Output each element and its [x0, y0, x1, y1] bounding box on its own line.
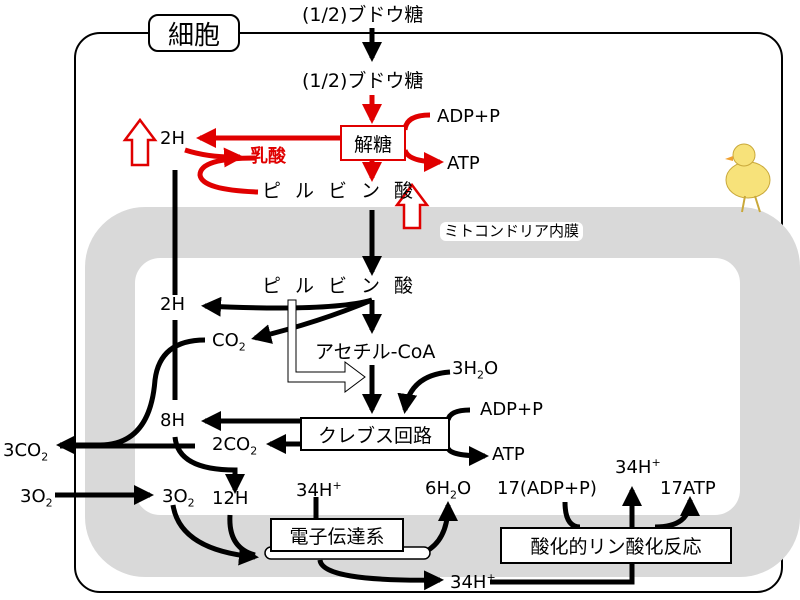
co2: CO2 [212, 332, 246, 353]
plus-hollow-arrow [287, 299, 366, 393]
mito-12h: 12H [212, 488, 249, 509]
superscript: + [332, 479, 342, 492]
chick-illustration [725, 143, 771, 213]
krebs-atp: ATP [492, 444, 525, 465]
proton-34-a-text: 34H [296, 480, 333, 501]
co2-3-text: 3CO [3, 440, 42, 461]
glucose-outside: (1/2)ブドウ糖 [302, 4, 424, 26]
o2-in-text: 3O [162, 486, 188, 507]
o2-out-text: 3O [20, 486, 46, 507]
adp-17: 17(ADP+P) [497, 478, 597, 499]
water-3-o: O [484, 358, 499, 379]
pyruvate-cytosol: ピルビン酸 [262, 180, 428, 202]
water-3-text: 3H [452, 358, 477, 379]
cell-label: 細胞 [148, 14, 240, 52]
water-6: 6H2O [425, 480, 471, 501]
oxidative-phosphorylation-box: 酸化的リン酸化反応 [500, 527, 732, 564]
proton-34-b-text: 34H [615, 457, 652, 478]
co2-2-text: 2CO [212, 434, 251, 455]
subscript: 2 [450, 488, 457, 502]
pyruvate-mito: ピルビン酸 [262, 275, 428, 297]
subscript: 2 [187, 496, 195, 510]
proton-34-a: 34H+ [296, 480, 342, 500]
subscript: 2 [41, 450, 49, 464]
krebs-adp: ADP+P [480, 399, 543, 420]
co2-text: CO [212, 330, 239, 351]
acetyl-coa: アセチル-CoA [315, 341, 436, 363]
proton-34-b: 34H+ [615, 457, 661, 477]
glycolysis-adp: ADP+P [437, 106, 500, 127]
superscript: + [651, 456, 661, 469]
co2-2: 2CO2 [212, 436, 257, 457]
atp-17: 17ATP [660, 478, 716, 499]
superscript: + [486, 571, 496, 584]
mitochondria-inner [135, 258, 740, 515]
increase-arrow-icon [394, 182, 430, 230]
glucose-inside: (1/2)ブドウ糖 [302, 70, 424, 92]
o2-outside: 3O2 [20, 488, 53, 509]
increase-arrow-icon [122, 117, 158, 167]
proton-34-c: 34H+ [450, 572, 496, 592]
water-6-o: O [457, 478, 472, 499]
krebs-cycle-box: クレブス回路 [300, 417, 450, 451]
proton-34-c-text: 34H [450, 572, 487, 593]
water-6-text: 6H [425, 478, 450, 499]
subscript: 2 [477, 368, 484, 382]
subscript: 2 [238, 340, 246, 354]
water-3: 3H2O [452, 360, 498, 381]
mito-8h: 8H [160, 410, 185, 431]
subscript: 2 [45, 496, 53, 510]
glycolysis-atp: ATP [447, 153, 480, 174]
glycolysis-2h: 2H [160, 128, 185, 149]
mito-2h: 2H [160, 294, 185, 315]
electron-transport-box: 電子伝達系 [270, 518, 404, 552]
glycolysis-box: 解糖 [340, 125, 406, 161]
membrane-label: ミトコンドリア内膜 [440, 222, 584, 241]
subscript: 2 [250, 444, 258, 458]
co2-3: 3CO2 [3, 442, 48, 463]
lactic-acid: 乳酸 [250, 146, 286, 167]
o2-inside: 3O2 [162, 488, 195, 509]
